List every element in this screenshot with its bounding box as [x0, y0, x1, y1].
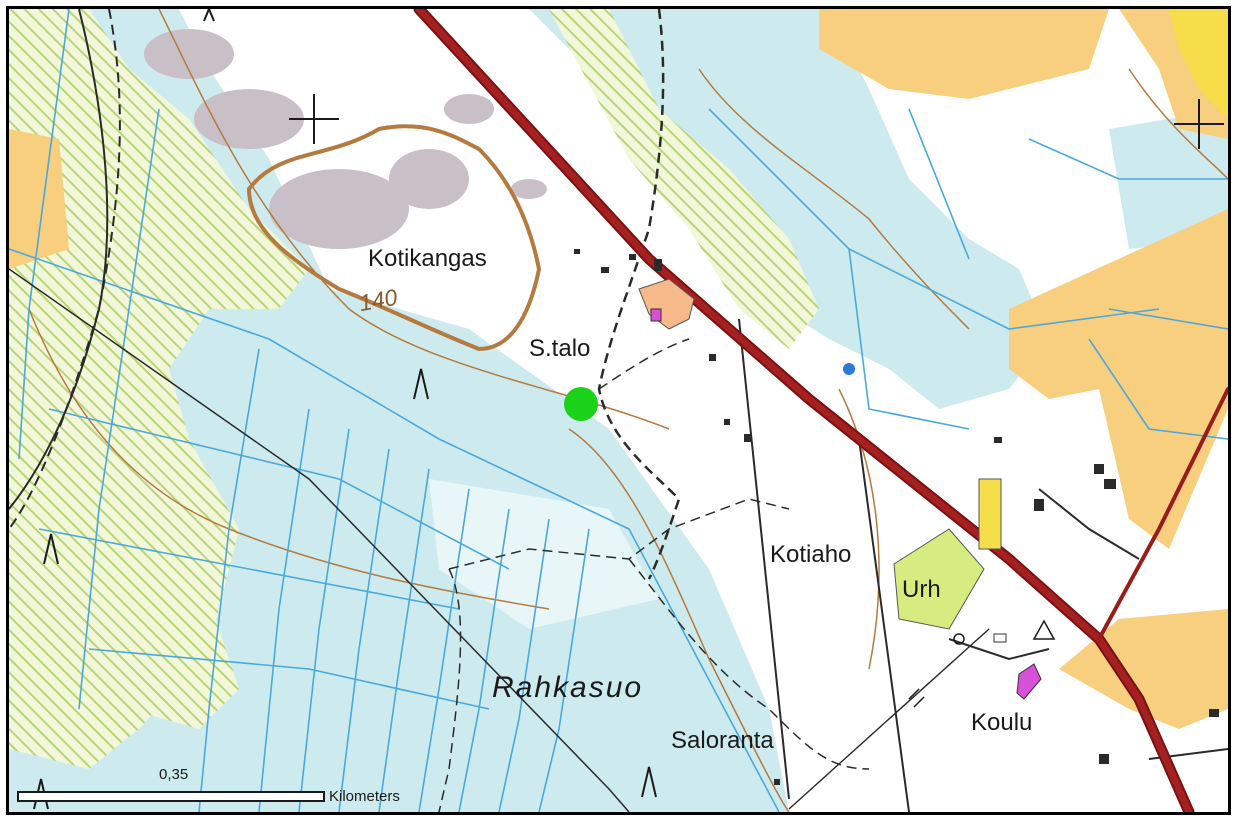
scale-value-label: 0,35 [159, 766, 189, 783]
topographic-map[interactable] [9, 9, 1228, 812]
buildings [574, 249, 1219, 785]
meadow-symbol [641, 766, 657, 798]
place-label-koulu: Koulu [971, 709, 1033, 736]
map-symbols [33, 9, 1224, 810]
hatched-vegetation [9, 9, 819, 769]
scale-unit-label: Kilometers [329, 788, 400, 805]
place-label-rahkasuo: Rahkasuo [492, 671, 644, 704]
map-frame[interactable]: Kotikangas 140 S.talo Kotiaho Urh Koulu … [6, 6, 1231, 815]
place-label-saloranta: Saloranta [671, 727, 774, 754]
cultivated-fields [9, 9, 1228, 729]
place-label-kotiaho: Kotiaho [770, 541, 852, 568]
rock-outcrops [144, 29, 547, 249]
place-label-s-talo: S.talo [529, 335, 591, 362]
scale-bar-graphic [17, 791, 325, 802]
meadow-symbol [43, 533, 59, 565]
meadow-symbol [413, 368, 429, 400]
place-label-urh: Urh [902, 576, 941, 603]
cross-marker [289, 94, 339, 144]
water-tap-icon [843, 363, 855, 375]
place-label-kotikangas: Kotikangas [368, 245, 487, 272]
trails [9, 9, 870, 812]
marker-circle[interactable] [564, 387, 598, 421]
yellow-green-areas [893, 9, 1228, 630]
meadow-symbol [203, 9, 215, 22]
boundary-lines [9, 9, 1228, 812]
cross-marker [1174, 99, 1224, 149]
roads [413, 9, 1228, 812]
